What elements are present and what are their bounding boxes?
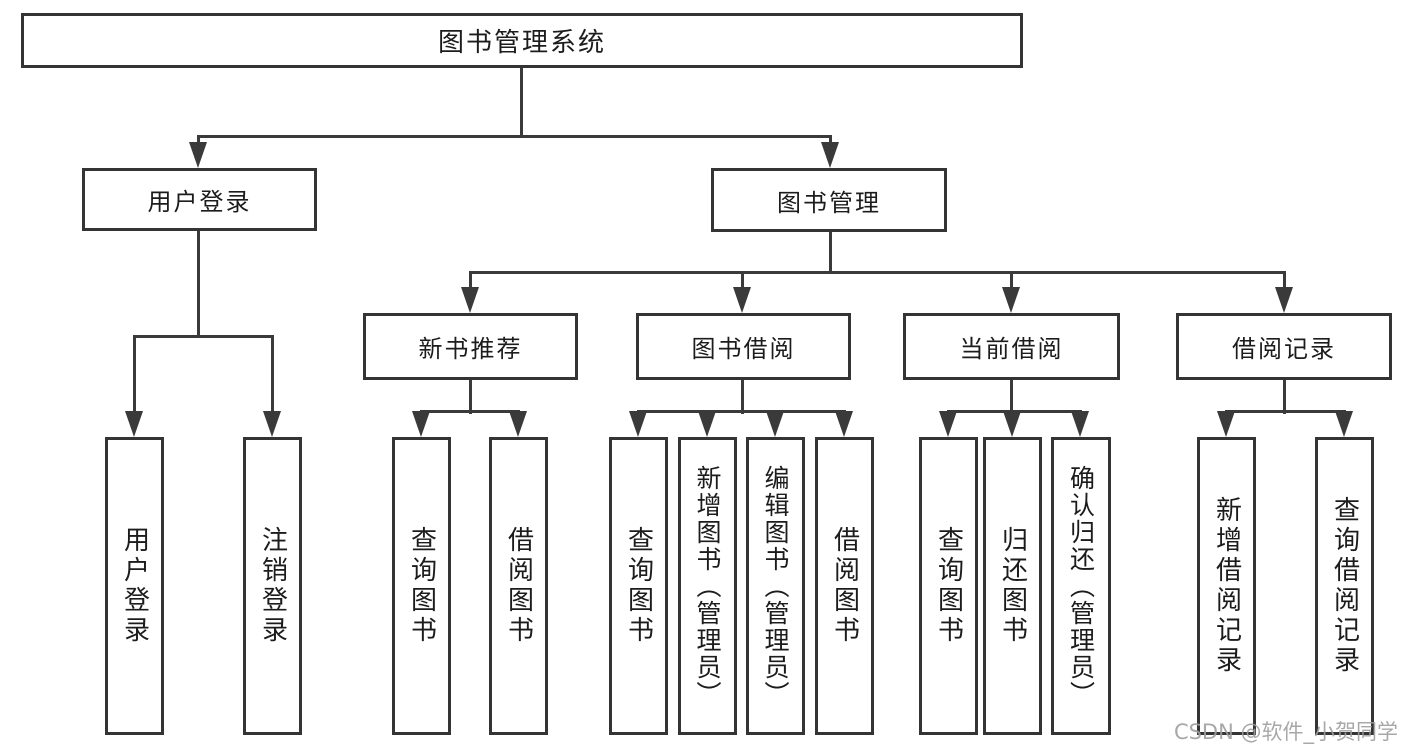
connector-level3-rail [469,271,1285,274]
leaf-add-borrow-record-label: 新增借阅记录 [1211,496,1242,676]
arrow-down [1003,411,1021,437]
arrow-down [821,142,839,168]
node-borrowing-records-label: 借阅记录 [1232,335,1336,363]
arrow-down [766,411,784,437]
leaf-query-borrow-record-label: 查询借阅记录 [1329,496,1360,676]
arrow-down [461,287,479,313]
leaf-confirm-return-admin: 确认归还（管理员） [1051,437,1111,735]
node-book-management: 图书管理 [711,168,947,232]
leaf-query-books-borrowing-label: 查询图书 [623,526,654,646]
connector-user-login-rail [133,335,274,338]
connector-drop [133,335,136,413]
arrow-down [1335,411,1353,437]
leaf-add-borrow-record: 新增借阅记录 [1197,437,1256,735]
leaf-query-books-recommend-label: 查询图书 [406,526,437,646]
leaf-query-books-borrowing: 查询图书 [609,437,668,735]
connector-level2-rail [197,135,831,138]
leaf-logout-label: 注销登录 [257,526,288,646]
arrow-down [189,142,207,168]
leaf-borrow-books-borrowing: 借阅图书 [815,437,874,735]
arrow-down [733,287,751,313]
arrow-down [698,411,716,437]
node-book-borrowing: 图书借阅 [636,313,851,380]
connector-stem [1010,380,1013,414]
node-current-borrowing-label: 当前借阅 [959,335,1064,363]
node-book-borrowing-label: 图书借阅 [691,335,796,363]
leaf-add-books-admin: 新增图书（管理员） [678,437,737,735]
leaf-borrow-books-recommend: 借阅图书 [489,437,548,735]
arrow-down [412,411,430,437]
arrow-down [629,411,647,437]
connector-rail [637,410,846,413]
node-root-label: 图书管理系统 [437,28,606,58]
node-book-management-label: 图书管理 [777,188,881,217]
leaf-user-login-label: 用户登录 [119,526,150,646]
node-user-login-label: 用户登录 [147,188,252,216]
connector-stub [197,135,200,147]
connector-drop [271,335,274,413]
csdn-watermark: CSDN @软件_小贺同学 [1173,720,1398,744]
leaf-edit-books-admin: 编辑图书（管理员） [746,437,805,735]
node-current-borrowing: 当前借阅 [903,313,1120,380]
arrow-down [263,411,281,437]
leaf-borrow-books-borrowing-label: 借阅图书 [829,526,860,646]
connector-stem [741,380,744,414]
leaf-return-books-label: 归还图书 [997,526,1028,646]
node-borrowing-records: 借阅记录 [1176,313,1392,380]
leaf-query-books-current: 查询图书 [919,437,978,735]
connector-rail [420,410,520,413]
node-new-book-recommend: 新书推荐 [363,313,578,380]
node-new-book-recommend-label: 新书推荐 [418,335,523,363]
connector-stub [1010,271,1013,290]
arrow-down [835,411,853,437]
leaf-add-books-admin-label: 新增图书（管理员） [693,464,722,708]
connector-stem [1283,380,1286,414]
leaf-query-books-current-label: 查询图书 [933,526,964,646]
arrow-down [1275,287,1293,313]
arrow-down [509,411,527,437]
connector-stem [469,380,472,414]
leaf-borrow-books-recommend-label: 借阅图书 [503,526,534,646]
connector-stub [829,135,832,147]
leaf-user-login: 用户登录 [105,437,164,735]
leaf-logout: 注销登录 [243,437,302,735]
connector-stub [469,271,472,290]
connector-rail [1225,410,1346,413]
node-user-login: 用户登录 [82,168,317,231]
connector-user-login-stem [197,231,200,338]
arrow-down [1002,287,1020,313]
connector-book-management-stem [829,232,832,274]
arrow-down [125,411,143,437]
arrow-down [939,411,957,437]
leaf-query-books-recommend: 查询图书 [392,437,451,735]
arrow-down [1071,411,1089,437]
node-root: 图书管理系统 [21,13,1023,68]
leaf-confirm-return-admin-label: 确认归还（管理员） [1066,464,1096,708]
connector-stub [1283,271,1286,290]
leaf-query-borrow-record: 查询借阅记录 [1315,437,1374,735]
leaf-return-books: 归还图书 [983,437,1042,735]
leaf-edit-books-admin-label: 编辑图书（管理员） [761,464,790,708]
connector-stub [741,271,744,290]
connector-root-stem [520,68,523,137]
arrow-down [1217,411,1235,437]
